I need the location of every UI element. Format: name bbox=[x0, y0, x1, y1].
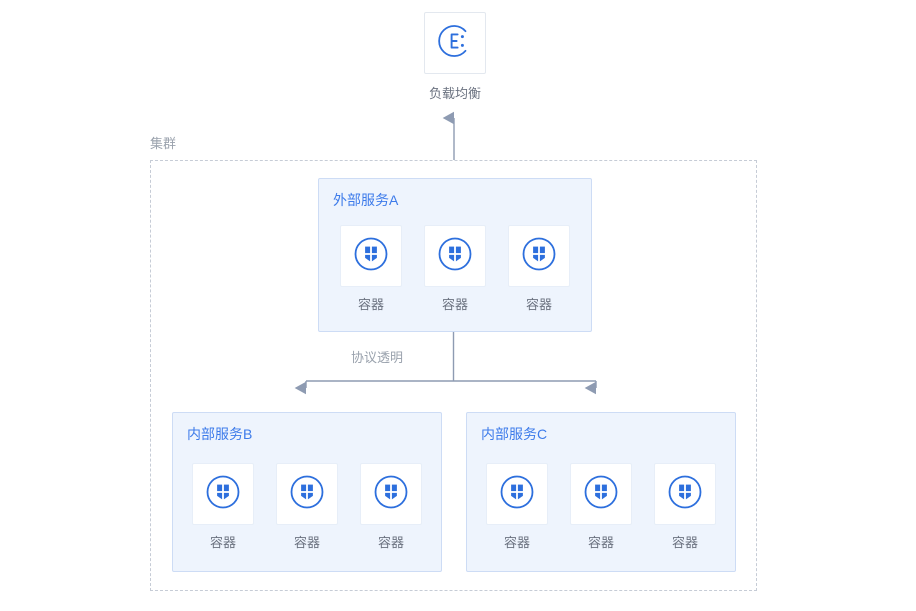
load-balancer-label: 负载均衡 bbox=[428, 86, 481, 101]
container-node[interactable]: 容器 bbox=[360, 463, 422, 551]
container-label: 容器 bbox=[209, 535, 236, 550]
container-label: 容器 bbox=[525, 297, 552, 312]
container-node[interactable]: 容器 bbox=[276, 463, 338, 551]
container-row: 容器 容器 bbox=[467, 463, 735, 551]
container-icon bbox=[666, 473, 704, 516]
container-card[interactable] bbox=[276, 463, 338, 525]
service-title: 内部服务C bbox=[481, 426, 548, 442]
container-icon bbox=[288, 473, 326, 516]
service-title: 外部服务A bbox=[333, 192, 399, 208]
container-card[interactable] bbox=[360, 463, 422, 525]
container-icon bbox=[352, 235, 390, 278]
container-node[interactable]: 容器 bbox=[192, 463, 254, 551]
container-card[interactable] bbox=[508, 225, 570, 287]
container-row: 容器 容器 bbox=[319, 225, 591, 313]
container-node[interactable]: 容器 bbox=[340, 225, 402, 313]
container-icon bbox=[204, 473, 242, 516]
container-card[interactable] bbox=[654, 463, 716, 525]
container-icon bbox=[436, 235, 474, 278]
load-balancer-card[interactable] bbox=[424, 12, 486, 74]
container-card[interactable] bbox=[340, 225, 402, 287]
load-balancer-node[interactable]: 负载均衡 bbox=[424, 12, 486, 102]
service-box-internal-c[interactable]: 内部服务C 容器 bbox=[466, 412, 736, 572]
container-node[interactable]: 容器 bbox=[486, 463, 548, 551]
container-node[interactable]: 容器 bbox=[424, 225, 486, 313]
container-icon bbox=[520, 235, 558, 278]
container-node[interactable]: 容器 bbox=[570, 463, 632, 551]
container-icon bbox=[582, 473, 620, 516]
container-row: 容器 容器 bbox=[173, 463, 441, 551]
cluster-boundary bbox=[150, 160, 757, 591]
container-card[interactable] bbox=[192, 463, 254, 525]
edge-label-protocol-transparent: 协议透明 bbox=[351, 350, 404, 365]
service-box-internal-b[interactable]: 内部服务B 容器 bbox=[172, 412, 442, 572]
container-icon bbox=[498, 473, 536, 516]
load-balancer-icon bbox=[435, 21, 475, 66]
container-label: 容器 bbox=[587, 535, 614, 550]
container-card[interactable] bbox=[570, 463, 632, 525]
container-label: 容器 bbox=[357, 297, 384, 312]
service-title: 内部服务B bbox=[187, 426, 253, 442]
service-box-external-a[interactable]: 外部服务A 容器 bbox=[318, 178, 592, 332]
container-card[interactable] bbox=[424, 225, 486, 287]
container-icon bbox=[372, 473, 410, 516]
container-label: 容器 bbox=[293, 535, 320, 550]
container-label: 容器 bbox=[671, 535, 698, 550]
container-node[interactable]: 容器 bbox=[508, 225, 570, 313]
container-card[interactable] bbox=[486, 463, 548, 525]
container-label: 容器 bbox=[441, 297, 468, 312]
container-label: 容器 bbox=[377, 535, 404, 550]
container-node[interactable]: 容器 bbox=[654, 463, 716, 551]
cluster-label: 集群 bbox=[150, 136, 177, 151]
container-label: 容器 bbox=[503, 535, 530, 550]
